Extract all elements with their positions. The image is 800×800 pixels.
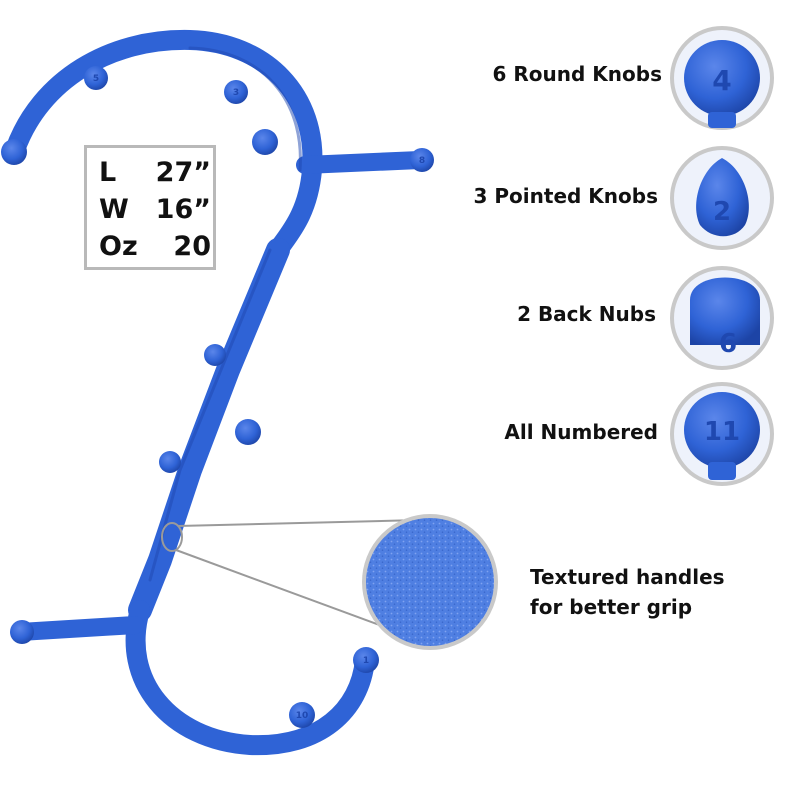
round-knobs-label: 6 Round Knobs (492, 62, 662, 86)
top-hook-arc (5, 29, 323, 260)
knob-upper-shaft (252, 129, 278, 155)
back-nubs-label: 2 Back Nubs (517, 302, 656, 326)
knob-number-top-left: 5 (93, 74, 99, 84)
spec-key: L (99, 157, 117, 188)
spec-value: 20 (173, 231, 211, 262)
back-nub-number: 6 (719, 329, 737, 359)
spec-key: Oz (99, 231, 138, 262)
groove (148, 46, 302, 582)
feature-circles: 4 2 6 11 (670, 26, 774, 486)
massager-knob-labels: 5 3 8 1 10 (93, 74, 425, 721)
spec-value: 27” (155, 157, 211, 188)
knob-shaft-2 (235, 419, 261, 445)
massager-hook (5, 29, 429, 756)
spec-key: W (99, 194, 129, 225)
numbered-knob-number: 11 (704, 417, 740, 447)
knob-bottom-right (353, 647, 379, 673)
knob-top-left (84, 66, 108, 90)
knob-left-handle-end (10, 620, 34, 644)
spec-row-length: L 27” (99, 154, 213, 191)
knob-right-handle-end (410, 148, 434, 172)
texture-label-line-1: Textured handles (530, 565, 725, 589)
knob-number-bottom-right: 1 (363, 656, 369, 666)
round-knob-circle: 4 (670, 26, 774, 130)
knob-number-bottom-mid: 10 (296, 711, 309, 721)
pointed-knob-number: 2 (713, 197, 731, 227)
spec-row-width: W 16” (99, 191, 213, 228)
back-nub-circle: 6 (670, 266, 774, 370)
pointed-knobs-label: 3 Pointed Knobs (473, 184, 658, 208)
knob-top-mid (224, 80, 248, 104)
knob-bottom-mid (289, 702, 315, 728)
knob-shaft-3 (159, 451, 181, 473)
knob-tip-left (1, 139, 27, 165)
shaft (128, 238, 290, 622)
texture-label-line-2: for better grip (530, 595, 693, 619)
top-right-handle (296, 151, 429, 174)
bottom-left-handle (11, 616, 144, 641)
knob-number-top-mid: 3 (233, 88, 239, 98)
spec-value: 16” (155, 194, 211, 225)
massager-knobs (1, 66, 434, 728)
numbered-knob-circle: 11 (670, 382, 774, 486)
knob-shaft-1 (204, 344, 226, 366)
knob-number-right-handle: 8 (419, 156, 425, 166)
spec-row-weight: Oz 20 (99, 228, 213, 265)
round-knob-number: 4 (712, 64, 731, 97)
bottom-hook-arc (125, 600, 375, 756)
texture-callout (161, 514, 498, 650)
texture-zoom-circle (362, 514, 498, 650)
pointed-knob-circle: 2 (670, 146, 774, 250)
texture-label: Textured handles for better grip (530, 562, 725, 622)
all-numbered-label: All Numbered (504, 420, 658, 444)
dimensions-box: L 27” W 16” Oz 20 (84, 145, 216, 270)
